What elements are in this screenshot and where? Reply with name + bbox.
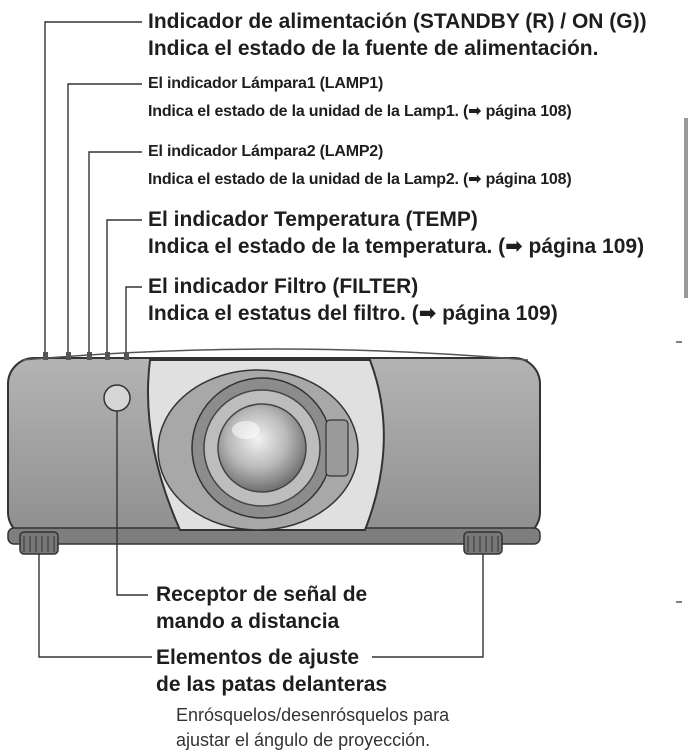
temp-indicator-title: El indicador Temperatura (TEMP) bbox=[148, 208, 478, 231]
power-indicator-title: Indicador de alimentación (STANDBY (R) /… bbox=[148, 10, 647, 33]
lamp1-indicator-title: El indicador Lámpara1 (LAMP1) bbox=[148, 75, 384, 92]
remote-receiver-window bbox=[103, 384, 131, 412]
lens bbox=[191, 377, 349, 519]
remote-receiver-label-line2: mando a distancia bbox=[156, 610, 340, 633]
front-foot-left[interactable] bbox=[19, 531, 59, 555]
page-edge-bar bbox=[684, 118, 688, 298]
lamp2-indicator-desc: Indica el estado de la unidad de la Lamp… bbox=[148, 171, 572, 188]
front-foot-right[interactable] bbox=[463, 531, 503, 555]
lamp2-indicator-title: El indicador Lámpara2 (LAMP2) bbox=[148, 143, 384, 160]
front-feet-label-line2: de las patas delanteras bbox=[156, 673, 388, 696]
temp-indicator-desc: Indica el estado de la temperatura. (➡ p… bbox=[148, 235, 645, 258]
remote-receiver-label-line1: Receptor de señal de bbox=[156, 583, 368, 606]
lamp1-indicator-desc: Indica el estado de la unidad de la Lamp… bbox=[148, 103, 572, 120]
indicator-leds bbox=[43, 352, 129, 360]
filter-indicator-title: El indicador Filtro (FILTER) bbox=[148, 275, 419, 298]
leader-lines bbox=[38, 21, 484, 658]
front-feet-note-line2: ajustar el ángulo de proyección. bbox=[176, 730, 431, 750]
front-feet-label-line1: Elementos de ajuste bbox=[156, 646, 360, 669]
filter-indicator-desc: Indica el estatus del filtro. (➡ página … bbox=[148, 302, 558, 325]
front-feet-note-line1: Enrósquelos/desenrósquelos para bbox=[176, 705, 450, 725]
power-indicator-desc: Indica el estado de la fuente de aliment… bbox=[148, 37, 599, 60]
